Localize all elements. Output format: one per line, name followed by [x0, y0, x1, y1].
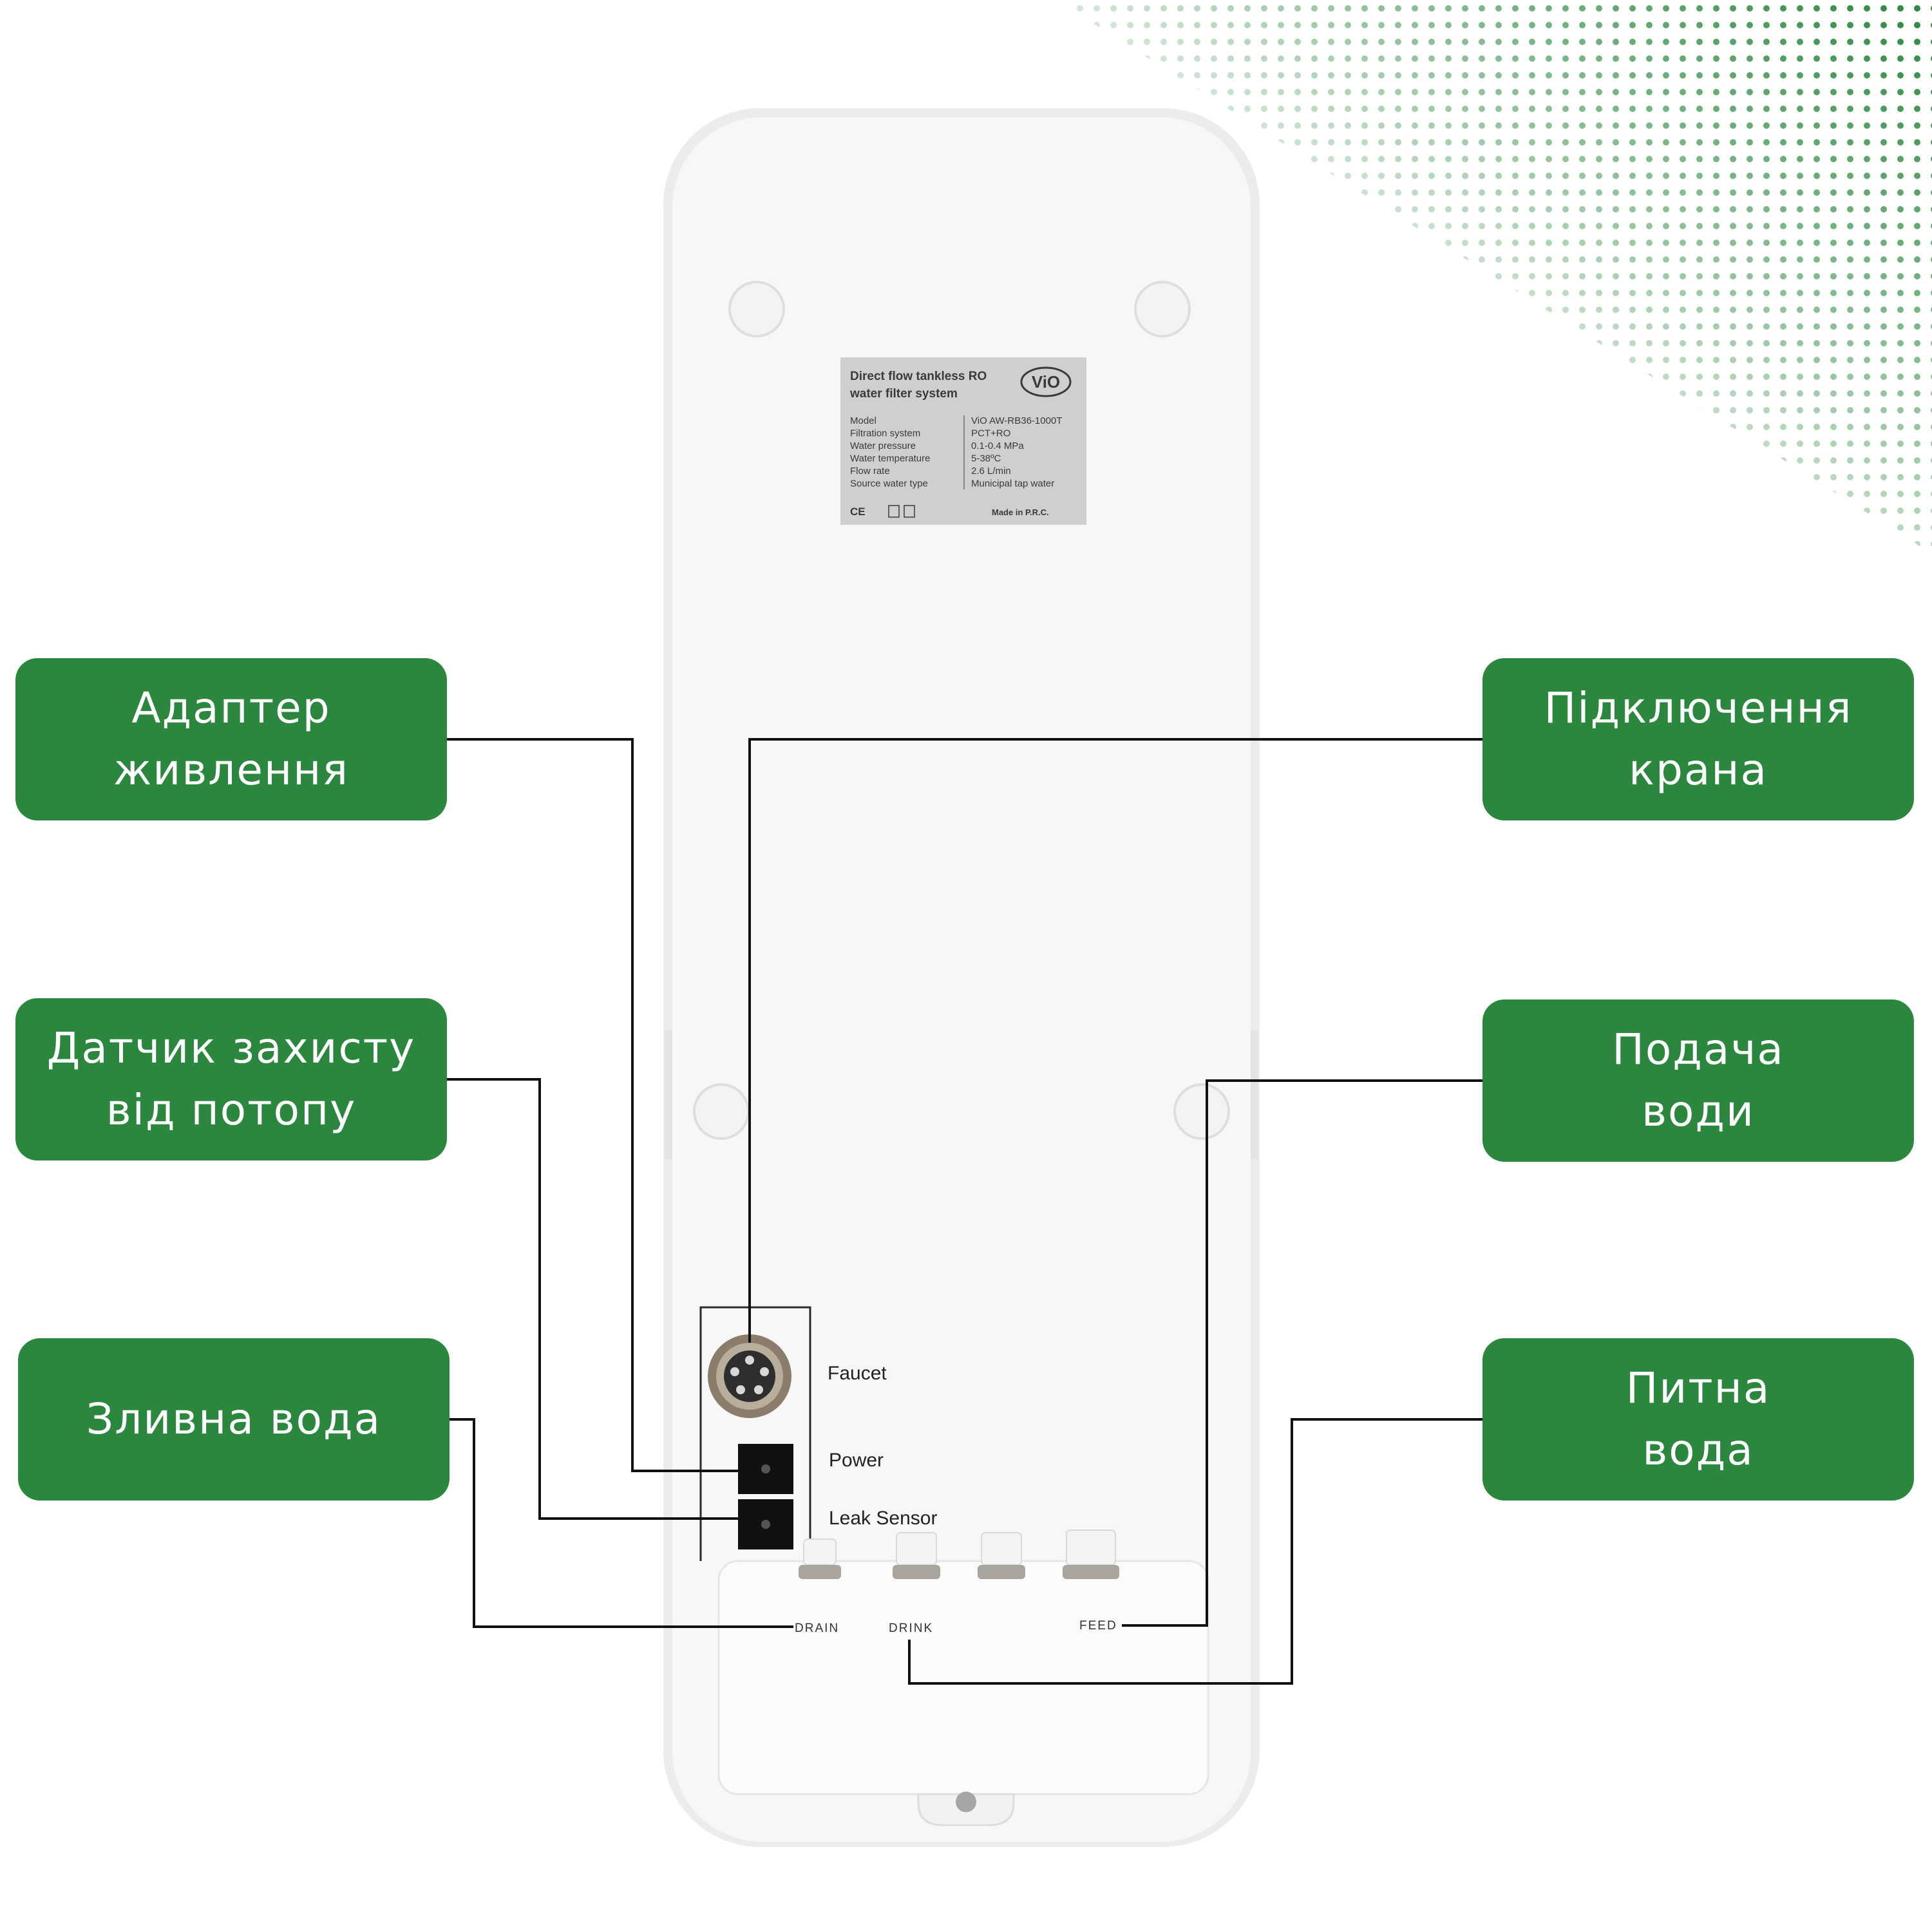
- plate-spec-value: ViO AW-RB36-1000T: [971, 415, 1062, 426]
- callout-drinking-water-label: Питна вода: [1625, 1363, 1771, 1475]
- callout-drinking-water: Питна вода: [1482, 1338, 1914, 1501]
- plate-spec-value: 0.1-0.4 MPa: [971, 440, 1024, 451]
- plate-spec-label: Model: [850, 415, 876, 426]
- outlet-label-feed: FEED: [1079, 1619, 1117, 1633]
- mount-hole: [693, 1083, 750, 1140]
- plate-marks: CE: [850, 506, 866, 518]
- callout-leak-sensor: Датчик захисту від потопу: [15, 998, 447, 1160]
- plate-spec-value: Municipal tap water: [971, 478, 1054, 489]
- plate-spec-label: Water pressure: [850, 440, 916, 451]
- port-label-leak-sensor: Leak Sensor: [829, 1508, 937, 1529]
- water-filter-device: Direct flow tankless RO water filter sys…: [663, 108, 1260, 1847]
- plate-spec-value: PCT+RO: [971, 428, 1010, 439]
- faucet-connector-icon: [708, 1334, 791, 1418]
- callout-faucet-connection-label: Підключення крана: [1544, 683, 1853, 795]
- callout-drain-water-label: Зливна вода: [86, 1394, 382, 1444]
- plate-spec-label: Source water type: [850, 478, 928, 489]
- connector-panel: Faucet Power Leak Sensor: [699, 1306, 937, 1561]
- cert-mark-icon: [904, 505, 915, 518]
- screw-icon: [956, 1792, 976, 1812]
- outlet-label-drink: DRINK: [889, 1622, 933, 1635]
- plate-made-in: Made in P.R.C.: [992, 507, 1049, 517]
- plate-spec-rows: Model ViO AW-RB36-1000T Filtration system P…: [850, 415, 1062, 489]
- plate-logo: ViO: [1032, 372, 1060, 392]
- leader-faucet: [748, 738, 1482, 1343]
- callout-leak-sensor-label: Датчик захисту від потопу: [46, 1023, 416, 1135]
- fitting-drain-icon: [799, 1539, 841, 1579]
- plate-spec-label: Water temperature: [850, 453, 931, 464]
- leader-drink: [908, 1418, 1482, 1685]
- callout-drain-water: Зливна вода: [18, 1338, 450, 1501]
- plate-spec-label: Filtration system: [850, 428, 920, 439]
- port-label-power: Power: [829, 1450, 884, 1471]
- leader-lines: [447, 738, 1482, 1685]
- weee-mark-icon: [888, 505, 900, 518]
- leader-leak-sensor: [447, 1078, 738, 1520]
- fitting-drink-icon: [893, 1532, 940, 1579]
- callout-power-adapter: Адаптер живлення: [15, 658, 447, 820]
- mount-hole: [1134, 281, 1191, 337]
- plate-title-line1: Direct flow tankless RO: [850, 370, 987, 383]
- callout-water-feed: Подача води: [1482, 999, 1914, 1162]
- rating-plate: Direct flow tankless RO water filter sys…: [840, 357, 1086, 525]
- outlet-label-drain: DRAIN: [795, 1622, 839, 1635]
- plate-spec-value: 5-38ºC: [971, 453, 1001, 464]
- leader-drain: [450, 1418, 793, 1628]
- fitting-feed-icon: [1063, 1530, 1119, 1579]
- plate-spec-label: Flow rate: [850, 466, 890, 477]
- bottom-cover: DRAIN DRINK FEED: [717, 1530, 1209, 1826]
- plate-title-line2: water filter system: [849, 387, 958, 401]
- plate-spec-value: 2.6 L/min: [971, 466, 1011, 477]
- callout-water-feed-label: Подача води: [1612, 1025, 1785, 1136]
- leader-power: [447, 738, 738, 1472]
- callout-faucet-connection: Підключення крана: [1482, 658, 1914, 820]
- mount-hole: [728, 281, 785, 337]
- callout-power-adapter-label: Адаптер живлення: [113, 683, 350, 795]
- vio-logo-icon: [1020, 366, 1072, 397]
- leader-feed: [1122, 1079, 1482, 1627]
- mount-hole: [1173, 1083, 1230, 1140]
- fitting-blank-icon: [978, 1532, 1025, 1579]
- port-label-faucet: Faucet: [828, 1363, 887, 1384]
